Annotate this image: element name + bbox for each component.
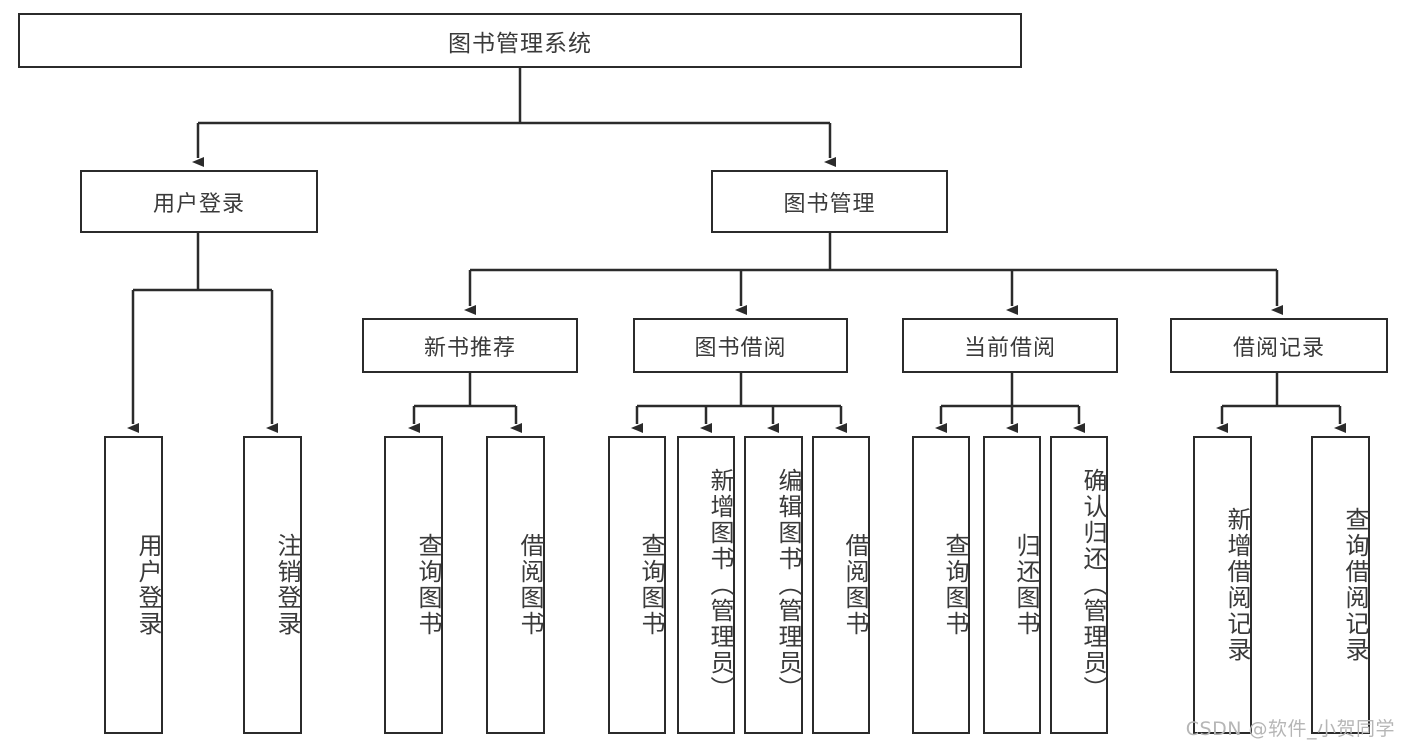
node-book-manage-label: 图书管理 bbox=[783, 191, 876, 217]
node-leaf-add-book-label: 新增图书（管理员） bbox=[706, 468, 734, 702]
node-leaf-add-record-label: 新增借阅记录 bbox=[1223, 507, 1251, 663]
node-user-login[interactable]: 用户登录 bbox=[80, 170, 318, 233]
node-user-login-label: 用户登录 bbox=[152, 191, 245, 217]
node-new-book-rec-label: 新书推荐 bbox=[423, 335, 516, 361]
node-root-label: 图书管理系统 bbox=[448, 30, 592, 57]
node-current-borrow-label: 当前借阅 bbox=[963, 335, 1056, 361]
node-leaf-query-book-1-label: 查询图书 bbox=[414, 533, 442, 637]
node-leaf-logout-label: 注销登录 bbox=[273, 533, 301, 637]
node-borrow-record-label: 借阅记录 bbox=[1232, 335, 1325, 361]
node-leaf-logout[interactable]: 注销登录 bbox=[243, 436, 302, 734]
node-book-borrow-label: 图书借阅 bbox=[694, 335, 787, 361]
watermark: CSDN @软件_小贺同学 bbox=[1185, 718, 1395, 740]
node-leaf-confirm-return[interactable]: 确认归还（管理员） bbox=[1050, 436, 1108, 734]
node-leaf-query-book-3[interactable]: 查询图书 bbox=[912, 436, 970, 734]
node-leaf-query-book-2-label: 查询图书 bbox=[637, 533, 665, 637]
node-leaf-user-login[interactable]: 用户登录 bbox=[104, 436, 163, 734]
node-leaf-borrow-book-1-label: 借阅图书 bbox=[516, 533, 544, 637]
node-current-borrow[interactable]: 当前借阅 bbox=[902, 318, 1118, 373]
node-leaf-user-login-label: 用户登录 bbox=[134, 533, 162, 637]
node-leaf-edit-book-label: 编辑图书（管理员） bbox=[774, 468, 802, 702]
node-leaf-borrow-book-2-label: 借阅图书 bbox=[841, 533, 869, 637]
node-leaf-query-record[interactable]: 查询借阅记录 bbox=[1311, 436, 1370, 734]
node-leaf-query-book-3-label: 查询图书 bbox=[941, 533, 969, 637]
node-leaf-confirm-return-label: 确认归还（管理员） bbox=[1079, 468, 1107, 702]
node-leaf-edit-book[interactable]: 编辑图书（管理员） bbox=[744, 436, 803, 734]
node-leaf-borrow-book-2[interactable]: 借阅图书 bbox=[812, 436, 870, 734]
node-leaf-add-book[interactable]: 新增图书（管理员） bbox=[677, 436, 735, 734]
node-leaf-return-book-label: 归还图书 bbox=[1012, 533, 1040, 637]
node-leaf-query-book-2[interactable]: 查询图书 bbox=[608, 436, 666, 734]
node-leaf-return-book[interactable]: 归还图书 bbox=[983, 436, 1041, 734]
node-book-borrow[interactable]: 图书借阅 bbox=[633, 318, 848, 373]
node-leaf-add-record[interactable]: 新增借阅记录 bbox=[1193, 436, 1252, 734]
node-leaf-borrow-book-1[interactable]: 借阅图书 bbox=[486, 436, 545, 734]
node-root[interactable]: 图书管理系统 bbox=[18, 13, 1022, 68]
node-book-manage[interactable]: 图书管理 bbox=[711, 170, 948, 233]
node-leaf-query-book-1[interactable]: 查询图书 bbox=[384, 436, 443, 734]
node-leaf-query-record-label: 查询借阅记录 bbox=[1341, 507, 1369, 663]
node-new-book-rec[interactable]: 新书推荐 bbox=[362, 318, 578, 373]
node-borrow-record[interactable]: 借阅记录 bbox=[1170, 318, 1388, 373]
